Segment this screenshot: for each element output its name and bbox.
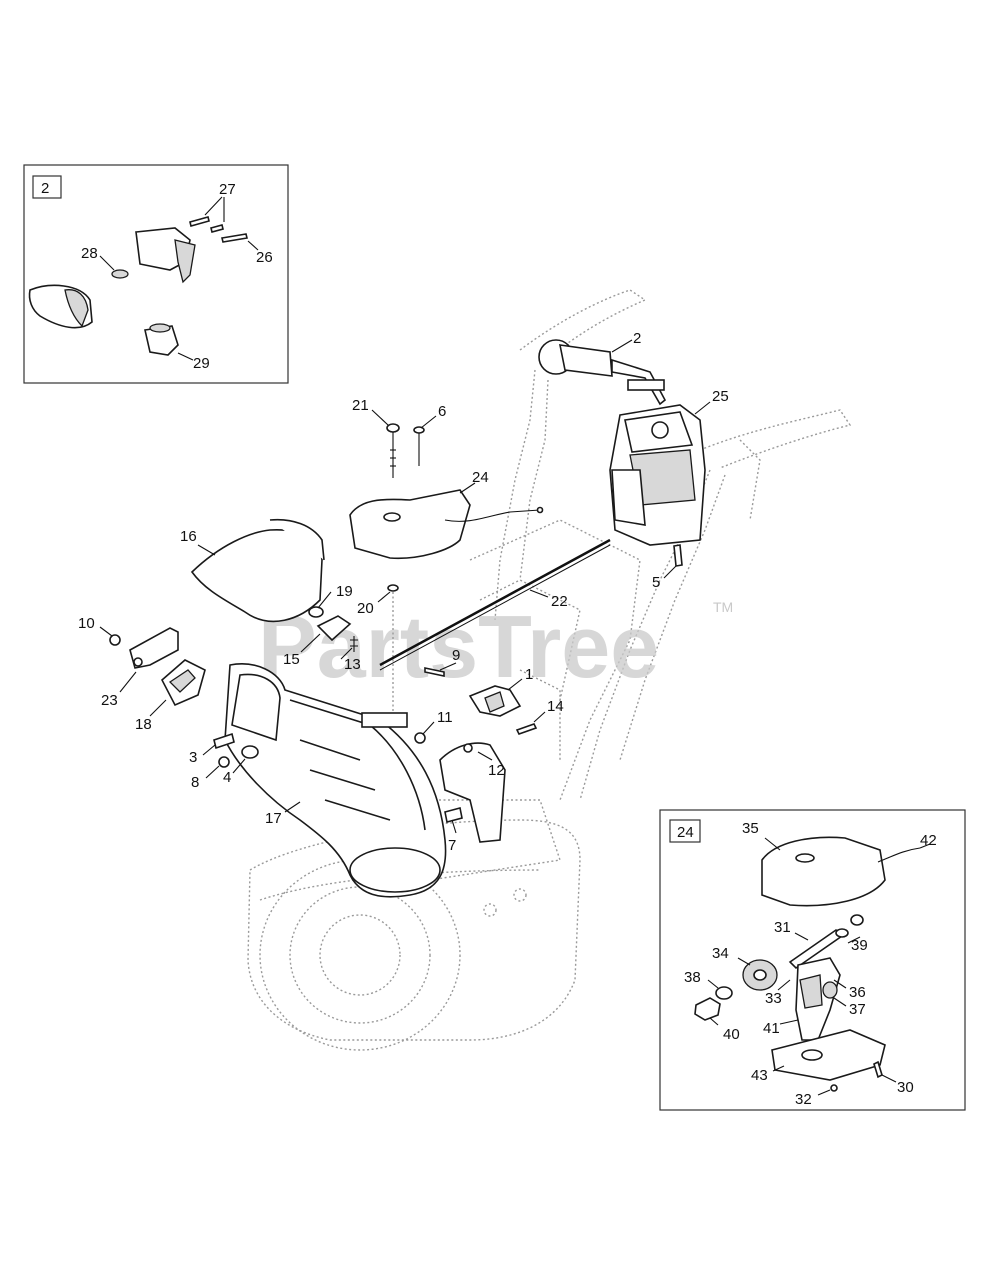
chute-control-assembly bbox=[349, 409, 544, 720]
watermark-text: PartsTree bbox=[258, 597, 659, 696]
callout-21: 21 bbox=[352, 397, 369, 414]
callout-5: 5 bbox=[652, 574, 660, 591]
chute-rod bbox=[379, 538, 611, 671]
callout-11: 11 bbox=[437, 709, 453, 726]
callout-8: 8 bbox=[191, 774, 199, 791]
callout-41: 41 bbox=[763, 1020, 780, 1037]
discharge-chute bbox=[224, 663, 447, 898]
watermark-trademark: TM bbox=[713, 599, 733, 615]
callout-43: 43 bbox=[751, 1067, 768, 1084]
callout-12: 12 bbox=[488, 762, 505, 779]
inset-24: 24 bbox=[659, 809, 966, 1111]
callout-22: 22 bbox=[551, 593, 568, 610]
callout-23: 23 bbox=[101, 692, 118, 709]
shift-lever-assembly bbox=[538, 339, 711, 579]
callout-14: 14 bbox=[547, 698, 564, 715]
inset-2-tag: 2 bbox=[41, 180, 49, 197]
callout-36: 36 bbox=[849, 984, 866, 1001]
callout-7: 7 bbox=[448, 837, 456, 854]
callout-13: 13 bbox=[344, 656, 361, 673]
callout-37: 37 bbox=[849, 1001, 866, 1018]
inset-2: 2 bbox=[23, 164, 289, 384]
callout-35: 35 bbox=[742, 820, 759, 837]
callout-39: 39 bbox=[851, 937, 868, 954]
bracket-assembly bbox=[414, 662, 546, 843]
callout-15: 15 bbox=[283, 651, 300, 668]
callout-30: 30 bbox=[897, 1079, 914, 1096]
callout-6: 6 bbox=[438, 403, 446, 420]
chute-hardware bbox=[202, 732, 259, 779]
callout-17: 17 bbox=[265, 810, 282, 827]
callout-31: 31 bbox=[774, 919, 791, 936]
callout-4: 4 bbox=[223, 769, 231, 786]
inset-24-tag: 24 bbox=[677, 824, 694, 841]
callout-9: 9 bbox=[452, 647, 460, 664]
callout-29: 29 bbox=[193, 355, 210, 372]
callout-10: 10 bbox=[78, 615, 95, 632]
callout-42: 42 bbox=[920, 832, 937, 849]
callout-1: 1 bbox=[525, 666, 533, 683]
callout-32: 32 bbox=[795, 1091, 812, 1108]
callout-27: 27 bbox=[219, 181, 236, 198]
deflector-hardware bbox=[99, 591, 358, 717]
callout-34: 34 bbox=[712, 945, 729, 962]
callout-38: 38 bbox=[684, 969, 701, 986]
chute-deflector bbox=[190, 518, 325, 623]
callout-40: 40 bbox=[723, 1026, 740, 1043]
callout-20: 20 bbox=[357, 600, 374, 617]
callout-16: 16 bbox=[180, 528, 197, 545]
callout-18: 18 bbox=[135, 716, 152, 733]
callout-2: 2 bbox=[633, 330, 641, 347]
callout-19: 19 bbox=[336, 583, 353, 600]
callout-24: 24 bbox=[472, 469, 489, 486]
callout-28: 28 bbox=[81, 245, 98, 262]
callout-25: 25 bbox=[712, 388, 729, 405]
callout-3: 3 bbox=[189, 749, 197, 766]
callout-26: 26 bbox=[256, 249, 273, 266]
callout-33: 33 bbox=[765, 990, 782, 1007]
